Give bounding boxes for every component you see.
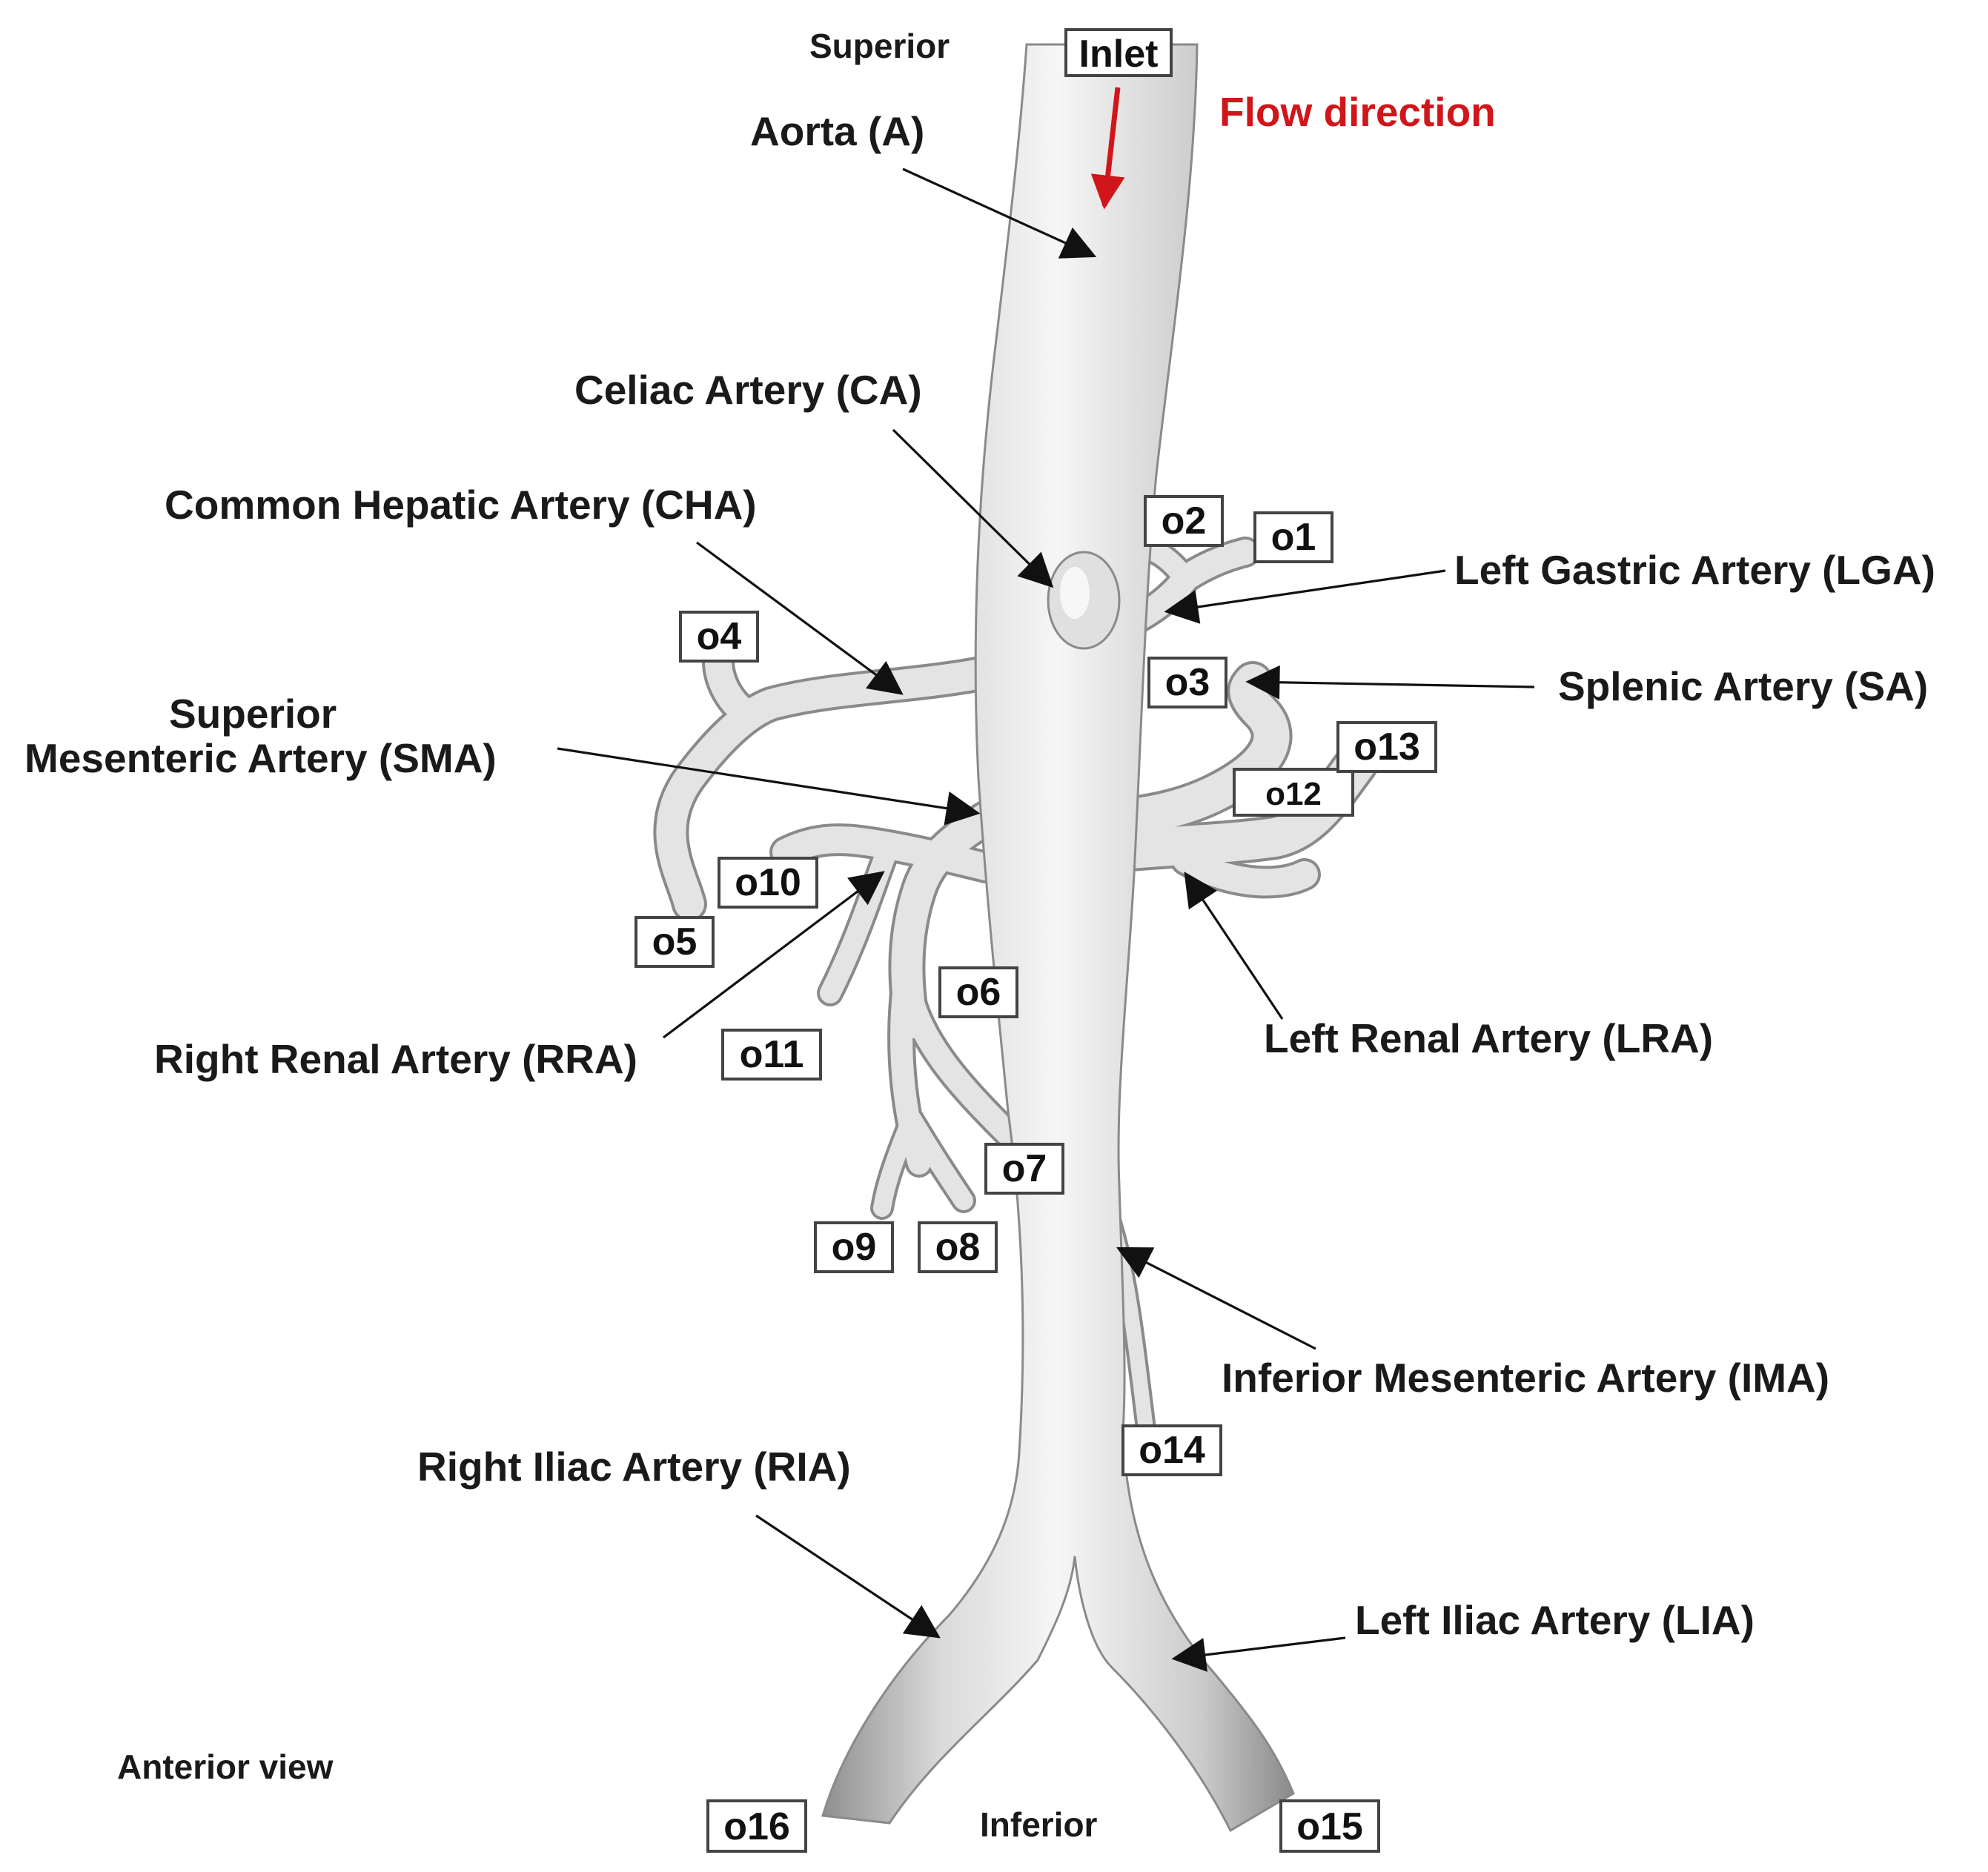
lia-leader bbox=[1171, 1636, 1346, 1672]
inlet-box bbox=[1064, 28, 1173, 77]
cha-label: Common Hepatic Artery (CHA) bbox=[165, 482, 757, 528]
aorta-vessel bbox=[821, 43, 1295, 1833]
outlet-o9: o9 bbox=[832, 1226, 877, 1269]
outlet-o8: o8 bbox=[935, 1226, 981, 1269]
outlet-o7: o7 bbox=[1002, 1147, 1047, 1190]
outlet-o16: o16 bbox=[723, 1805, 790, 1848]
outlet-o2: o2 bbox=[1162, 499, 1207, 542]
sma-label-line1: Superior bbox=[169, 691, 337, 737]
sma-leader bbox=[557, 747, 981, 826]
rra-leader bbox=[663, 871, 885, 1039]
outlet-o1: o1 bbox=[1271, 516, 1316, 559]
flow-direction-label: Flow direction bbox=[1219, 89, 1496, 135]
sma-label-line2: Mesenteric Artery (SMA) bbox=[24, 735, 497, 781]
aorta-label: Aorta (A) bbox=[750, 108, 924, 154]
flow-arrow bbox=[1090, 87, 1125, 210]
outlet-o13: o13 bbox=[1354, 726, 1420, 769]
outlet-o15: o15 bbox=[1296, 1805, 1363, 1848]
inlet-label: Inlet bbox=[1079, 33, 1159, 76]
outlet-o4: o4 bbox=[697, 615, 742, 658]
view-label: Anterior view bbox=[117, 1747, 334, 1786]
aorta-leader bbox=[902, 167, 1097, 259]
vessel-model bbox=[653, 43, 1379, 1833]
rra-label: Right Renal Artery (RRA) bbox=[154, 1036, 637, 1082]
ima-leader bbox=[1116, 1247, 1316, 1350]
superior-label: Superior bbox=[809, 27, 950, 65]
celiac-leader bbox=[892, 428, 1054, 588]
cha-leader bbox=[696, 541, 904, 695]
outlet-labels: o1 o2 o3 o4 o5 o6 o7 o8 o9 o10 o11 o12 o… bbox=[634, 495, 1437, 1853]
ima-label: Inferior Mesenteric Artery (IMA) bbox=[1222, 1355, 1829, 1401]
ria-leader bbox=[755, 1514, 941, 1639]
lga-label: Left Gastric Artery (LGA) bbox=[1454, 547, 1935, 593]
inferior-label: Inferior bbox=[980, 1805, 1098, 1844]
sa-leader bbox=[1245, 665, 1535, 700]
outlet-o5: o5 bbox=[652, 920, 698, 963]
outlet-o3: o3 bbox=[1165, 661, 1210, 704]
outlet-o6: o6 bbox=[956, 971, 1001, 1014]
outlet-o10: o10 bbox=[735, 861, 801, 904]
ria-label: Right Iliac Artery (RIA) bbox=[417, 1444, 851, 1490]
outlet-o14: o14 bbox=[1139, 1429, 1205, 1472]
outlet-o11: o11 bbox=[740, 1033, 804, 1076]
lra-label: Left Renal Artery (LRA) bbox=[1264, 1015, 1713, 1061]
outlet-o12: o12 bbox=[1265, 776, 1322, 812]
lia-label: Left Iliac Artery (LIA) bbox=[1355, 1597, 1755, 1643]
lra-leader bbox=[1184, 872, 1284, 1020]
lga-leader bbox=[1164, 569, 1446, 624]
celiac-label: Celiac Artery (CA) bbox=[574, 367, 922, 413]
sa-label: Splenic Artery (SA) bbox=[1558, 663, 1928, 709]
